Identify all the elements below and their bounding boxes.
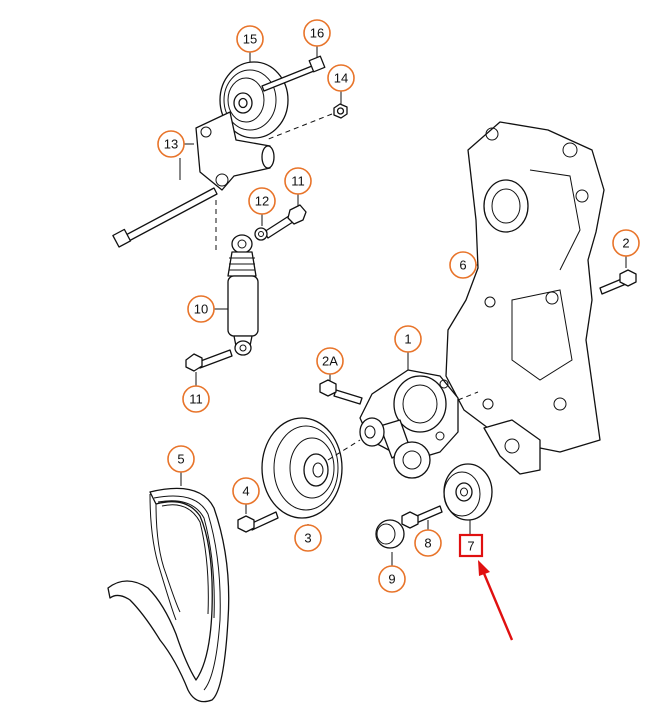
callout-15-label: 15 bbox=[243, 32, 257, 47]
engine-bracket-6 bbox=[445, 121, 605, 475]
bolt-11-upper bbox=[263, 204, 307, 239]
callout-12: 12 bbox=[248, 187, 276, 215]
callout-14: 14 bbox=[327, 64, 355, 92]
callout-3: 3 bbox=[294, 524, 322, 552]
nut-14 bbox=[333, 103, 348, 119]
callout-6: 6 bbox=[449, 251, 477, 279]
callout-2a: 2A bbox=[316, 347, 344, 375]
callout-5-label: 5 bbox=[177, 452, 184, 467]
callout-11-lower-label: 11 bbox=[189, 392, 203, 407]
callout-8-label: 8 bbox=[424, 536, 431, 551]
callout-5: 5 bbox=[167, 445, 195, 473]
callout-13-label: 13 bbox=[164, 137, 178, 152]
callout-8: 8 bbox=[414, 529, 442, 557]
callout-2a-label: 2A bbox=[322, 354, 338, 369]
callout-16: 16 bbox=[303, 19, 331, 47]
callout-9: 9 bbox=[378, 565, 406, 593]
bolt-11-lower bbox=[185, 349, 233, 372]
callout-12-label: 12 bbox=[255, 194, 269, 209]
callout-15: 15 bbox=[236, 25, 264, 53]
bolt-8 bbox=[401, 505, 443, 529]
damper-10 bbox=[227, 234, 259, 356]
callout-2: 2 bbox=[612, 229, 640, 257]
callout-11-upper: 11 bbox=[284, 167, 312, 195]
idler-pulley-7 bbox=[443, 463, 493, 521]
callout-7-highlighted: 7 bbox=[458, 533, 484, 558]
bolt-2 bbox=[599, 269, 637, 295]
ribbed-belt-5 bbox=[107, 487, 230, 703]
long-bolt-13 bbox=[112, 187, 218, 248]
callout-10-label: 10 bbox=[194, 302, 208, 317]
callout-9-label: 9 bbox=[388, 572, 395, 587]
callout-4: 4 bbox=[232, 477, 260, 505]
callout-16-label: 16 bbox=[310, 26, 324, 41]
highlight-arrow bbox=[478, 560, 514, 641]
callout-10: 10 bbox=[187, 295, 215, 323]
bolt-2a bbox=[319, 379, 363, 405]
bolt-16 bbox=[261, 55, 326, 92]
callout-1: 1 bbox=[394, 325, 422, 353]
pump-pulley-3 bbox=[261, 417, 343, 519]
callout-11-lower: 11 bbox=[182, 385, 210, 413]
callout-2-label: 2 bbox=[622, 236, 629, 251]
callout-6-label: 6 bbox=[459, 258, 466, 273]
callout-4-label: 4 bbox=[242, 484, 249, 499]
callout-1-label: 1 bbox=[404, 332, 411, 347]
callout-3-label: 3 bbox=[304, 531, 311, 546]
washer-12 bbox=[254, 227, 268, 241]
cap-9 bbox=[375, 519, 405, 549]
tensioner-pulley bbox=[219, 61, 289, 139]
tensioner-bracket bbox=[195, 111, 275, 191]
callout-11-upper-label: 11 bbox=[291, 174, 305, 189]
power-steering-pump-1 bbox=[359, 369, 459, 479]
callout-7-label: 7 bbox=[467, 539, 474, 554]
bolt-4 bbox=[237, 511, 279, 533]
callout-14-label: 14 bbox=[334, 71, 348, 86]
callout-13: 13 bbox=[157, 130, 185, 158]
